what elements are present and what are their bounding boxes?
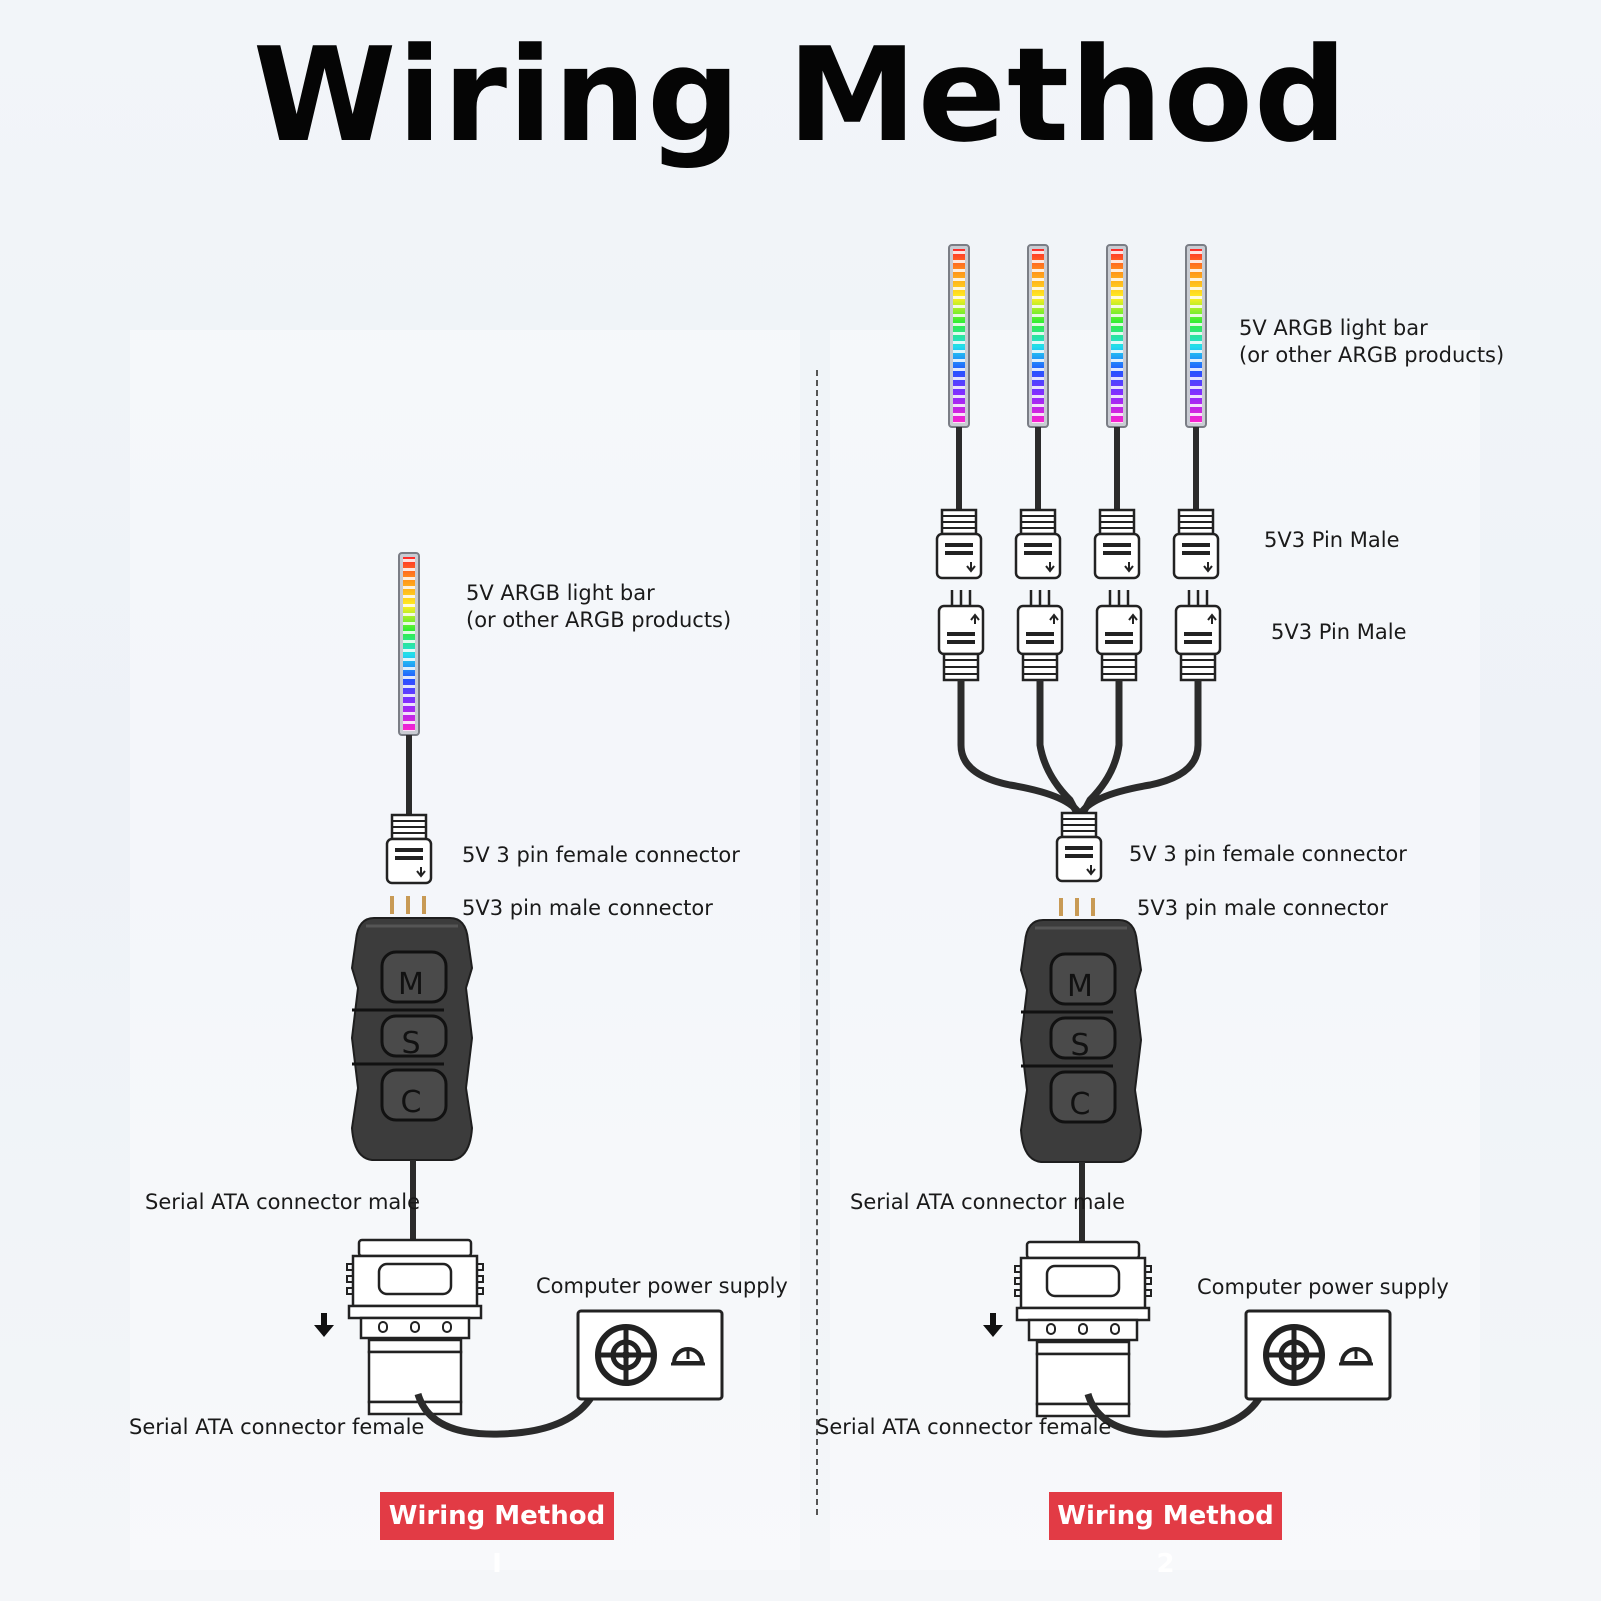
- method2-led-light-bar-4: [1185, 244, 1207, 428]
- method1-down-arrow-icon: [314, 1313, 334, 1337]
- method2-male-connector-2: [1016, 588, 1064, 682]
- page-title: Wiring Method: [252, 19, 1349, 171]
- method2-female-connector-main: [1055, 811, 1103, 883]
- method2-badge: Wiring Method 2: [1049, 1492, 1282, 1579]
- method1-female-connector-label: 5V 3 pin female connector: [462, 843, 740, 867]
- method2-sata-female-label: Serial ATA connector female: [816, 1415, 1112, 1439]
- method2-power-supply-icon: [1246, 1311, 1390, 1399]
- method2-male-connector-1: [937, 588, 985, 682]
- method2-sata-connector: [1013, 1240, 1153, 1418]
- method2-pin-male-top-label: 5V3 Pin Male: [1264, 528, 1400, 552]
- method2-female-connector-2: [1014, 508, 1062, 580]
- method2-female-connector-label: 5V 3 pin female connector: [1129, 842, 1407, 866]
- method2-male-connector-label: 5V3 pin male connector: [1137, 896, 1388, 920]
- method1-female-connector: [385, 813, 433, 885]
- method2-light-bar-label-line2: (or other ARGB products): [1239, 343, 1505, 367]
- method1-power-supply-icon: [578, 1311, 722, 1399]
- method1-button-s: S: [401, 1026, 420, 1061]
- method1-assembly: M S C: [314, 552, 722, 1438]
- method2-male-connector-3: [1095, 588, 1143, 682]
- method2-button-c: C: [1070, 1087, 1091, 1122]
- method1-button-m: M: [398, 967, 424, 1002]
- method2-led-light-bar-2: [1027, 244, 1049, 428]
- method2-female-connector-1: [935, 508, 983, 580]
- method2-down-arrow-icon: [983, 1313, 1003, 1337]
- method2-button-s: S: [1070, 1028, 1089, 1063]
- method2-light-bar-label-line1: 5V ARGB light bar: [1239, 316, 1428, 340]
- method2-led-light-bar-3: [1106, 244, 1128, 428]
- method2-power-supply-label: Computer power supply: [1197, 1275, 1449, 1299]
- method1-power-supply-label: Computer power supply: [536, 1274, 788, 1298]
- method1-badge: Wiring Method I: [380, 1492, 614, 1579]
- method-divider: [816, 370, 818, 1515]
- method1-led-light-bar: [398, 552, 420, 736]
- method1-cable-psu: [414, 1382, 602, 1438]
- method2-assembly: M S C: [935, 244, 1390, 1438]
- method2-female-connector-3: [1093, 508, 1141, 580]
- method1-sata-connector: [345, 1238, 485, 1416]
- method1-sata-female-label: Serial ATA connector female: [129, 1415, 425, 1439]
- method2-female-connector-4: [1172, 508, 1220, 580]
- method1-light-bar-label-line1: 5V ARGB light bar: [466, 581, 655, 605]
- method1-sata-male-label: Serial ATA connector male: [145, 1190, 421, 1214]
- method2-male-connector-4: [1174, 588, 1222, 682]
- method1-light-bar-label-line2: (or other ARGB products): [466, 608, 732, 632]
- method1-button-c: C: [401, 1085, 422, 1120]
- method2-pin-male-bottom-label: 5V3 Pin Male: [1271, 620, 1407, 644]
- method2-button-m: M: [1067, 969, 1093, 1004]
- method1-male-connector-label: 5V3 pin male connector: [462, 896, 713, 920]
- method2-sata-male-label: Serial ATA connector male: [850, 1190, 1126, 1214]
- method2-led-light-bar-1: [948, 244, 970, 428]
